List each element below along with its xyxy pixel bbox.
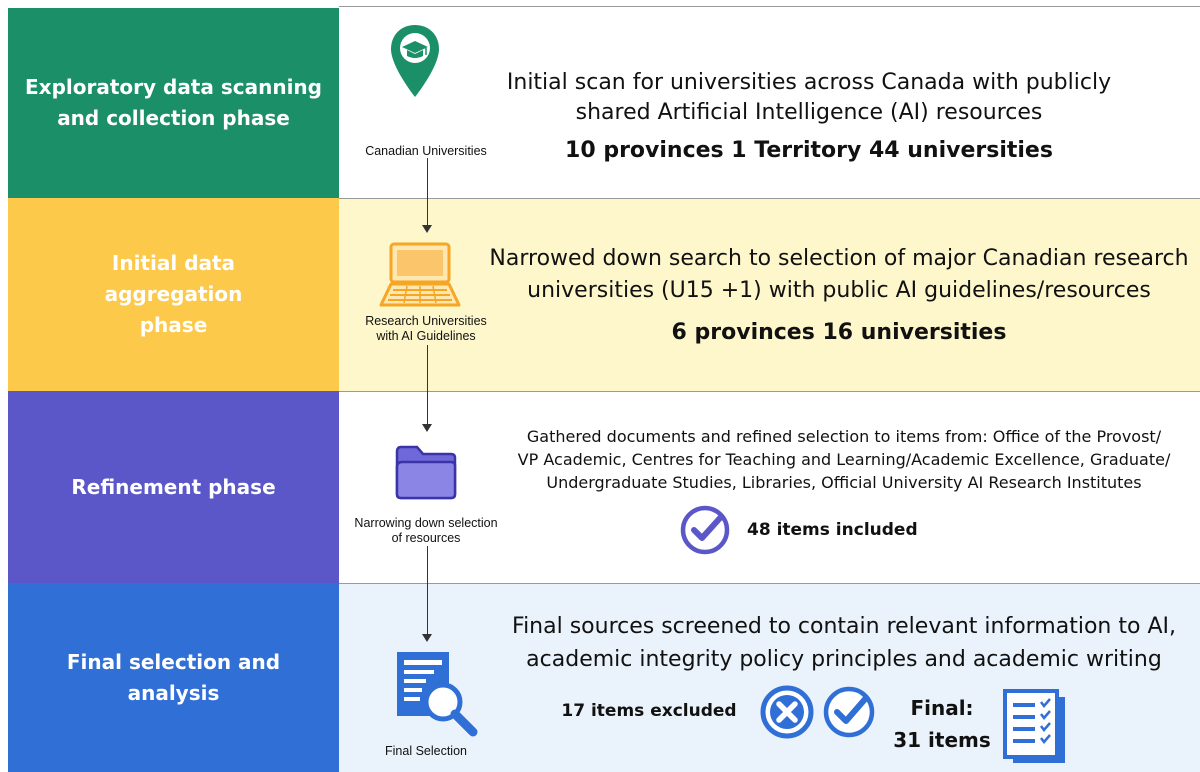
phase-description-line-1: Narrowed down search to selection of maj… [489, 246, 1189, 271]
phase-description-line-2: universities (U15 +1) with public AI gui… [527, 278, 1151, 303]
phase-row-1: Exploratory data scanning and collection… [0, 0, 1200, 198]
icon-caption-narrowing-line-2: of resources [391, 531, 461, 545]
flow-connector-3 [427, 546, 428, 634]
items-excluded-count: 17 items excluded [561, 701, 737, 721]
phase-description-line-3: Undergraduate Studies, Libraries, Offici… [546, 473, 1142, 492]
phase-label-text: Initial data aggregation phase [104, 251, 243, 337]
phase-row-4: Final selection and analysis Final Selec… [0, 583, 1200, 772]
x-circle-icon [760, 685, 814, 739]
phase-row-3: Refinement phase Narrowing down selectio… [0, 391, 1200, 583]
items-included-count: 48 items included [747, 520, 918, 540]
icon-caption-narrowing-line-1: Narrowing down selection [354, 516, 498, 530]
check-circle-icon [680, 505, 730, 555]
phase-label-final: Final selection and analysis [8, 583, 339, 772]
phase-description-line-2: shared Artificial Intelligence (AI) reso… [575, 100, 1043, 125]
checklist-document-icon [1003, 689, 1065, 763]
phase-label-refinement: Refinement phase [8, 391, 339, 583]
check-circle-icon [823, 686, 875, 738]
flow-arrowhead-1 [422, 225, 432, 233]
graduation-cap-map-pin-icon [391, 25, 439, 97]
icon-caption-research-universities-line-2: with AI Guidelines [376, 329, 476, 343]
final-count: 31 items [893, 728, 991, 752]
phase-description-line-2: academic integrity policy principles and… [526, 647, 1162, 672]
flow-connector-1 [427, 158, 428, 225]
document-magnifier-icon [397, 652, 478, 737]
phase-description-line-1: Initial scan for universities across Can… [506, 70, 1112, 95]
phase-row-2: Initial data aggregation phase Research … [0, 198, 1200, 391]
phase-description-line-1: Gathered documents and refined selection… [526, 427, 1162, 446]
phase-statistic: 10 provinces 1 Territory 44 universities [565, 138, 1053, 163]
phase-panel-final: Final Selection Final sources screened t… [339, 583, 1200, 772]
phase-panel-aggregation: Research Universities with AI Guidelines… [339, 198, 1200, 391]
flow-connector-2 [427, 345, 428, 424]
icon-caption-final-selection: Final Selection [385, 744, 467, 758]
laptop-icon [379, 242, 461, 307]
final-label: Final: [910, 696, 974, 720]
folder-icon [395, 445, 457, 500]
phase-description-line-1: Final sources screened to contain releva… [512, 614, 1176, 639]
phase-statistic: 6 provinces 16 universities [671, 320, 1007, 345]
phase-panel-refinement: Narrowing down selection of resources Ga… [339, 391, 1200, 583]
flow-arrowhead-2 [422, 424, 432, 432]
icon-caption-research-universities-line-1: Research Universities [365, 314, 487, 328]
icon-caption-canadian-universities: Canadian Universities [365, 144, 487, 158]
phase-label-exploratory: Exploratory data scanning and collection… [8, 8, 339, 198]
phase-description-line-2: VP Academic, Centres for Teaching and Le… [517, 450, 1171, 469]
flow-arrowhead-3 [422, 634, 432, 642]
phase-label-aggregation: Initial data aggregation phase [8, 198, 339, 391]
phase-panel-exploratory: Canadian Universities Initial scan for u… [339, 6, 1200, 198]
